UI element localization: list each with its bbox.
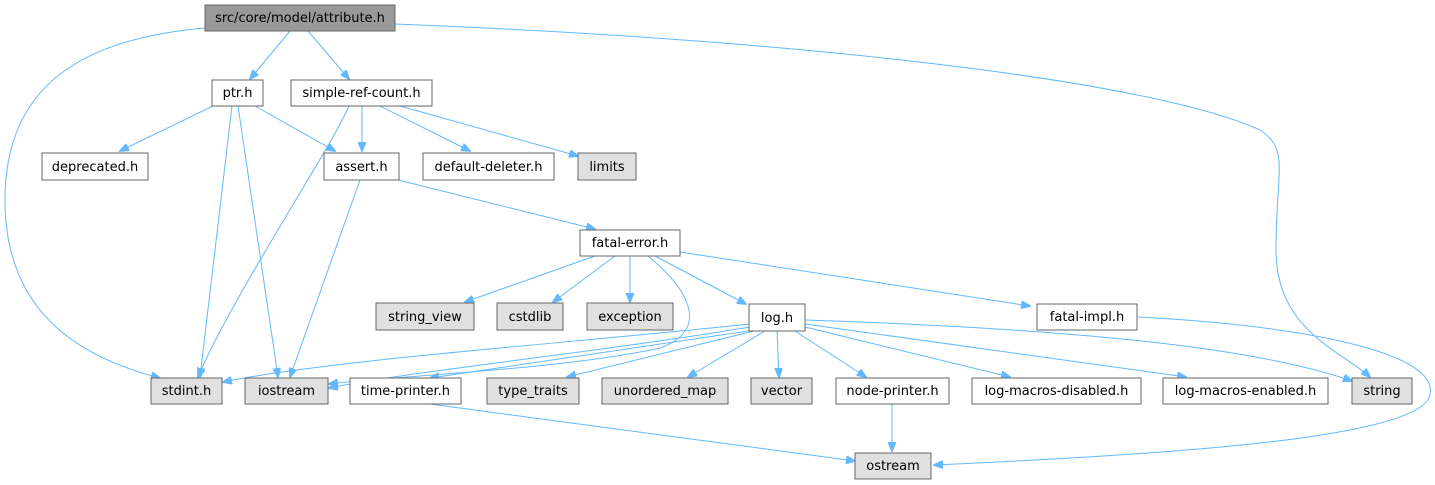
node-log-macros-enabled-h[interactable]: log-macros-enabled.h [1162, 377, 1329, 405]
node-string-view[interactable]: string_view [375, 302, 475, 331]
node-assert-h[interactable]: assert.h [323, 152, 400, 181]
node-exception[interactable]: exception [586, 302, 674, 331]
edge-log-to-vector [777, 330, 779, 377]
svg-text:fatal-error.h: fatal-error.h [592, 236, 669, 251]
edge-fatal-error-to-cstdlib [553, 255, 616, 302]
node-node-printer-h[interactable]: node-printer.h [835, 377, 950, 405]
edge-log-to-log-macros-enabled [804, 323, 1186, 377]
svg-text:log-macros-disabled.h: log-macros-disabled.h [985, 384, 1129, 399]
node-cstdlib[interactable]: cstdlib [496, 302, 564, 331]
edge-ptr-to-stdint [200, 105, 233, 377]
node-iostream[interactable]: iostream [244, 377, 329, 405]
svg-text:type_traits: type_traits [498, 384, 568, 399]
edge-log-to-node-printer [794, 330, 866, 377]
node-time-printer-h[interactable]: time-printer.h [349, 377, 462, 405]
edge-log-to-time-printer [430, 329, 756, 378]
edge-attribute-to-stdint [4, 27, 206, 378]
node-default-deleter-h[interactable]: default-deleter.h [422, 152, 555, 181]
svg-text:string: string [1363, 384, 1400, 399]
svg-text:cstdlib: cstdlib [509, 310, 552, 325]
edge-log-to-log-macros-disabled [804, 326, 1010, 377]
node-stdint-h[interactable]: stdint.h [150, 377, 223, 405]
edge-ptr-to-deprecated [120, 105, 214, 151]
svg-text:ostream: ostream [866, 459, 920, 474]
edge-fatal-impl-to-ostream [934, 316, 1431, 465]
edge-log-to-unordered-map [688, 330, 766, 377]
edge-fatal-error-to-log [654, 255, 746, 304]
svg-text:deprecated.h: deprecated.h [52, 160, 138, 175]
svg-text:src/core/model/attribute.h: src/core/model/attribute.h [215, 11, 385, 26]
svg-text:node-printer.h: node-printer.h [846, 384, 938, 399]
edge-simple-ref-count-to-default-deleter [379, 105, 470, 151]
edge-ptr-to-iostream [237, 105, 278, 377]
node-fatal-impl-h[interactable]: fatal-impl.h [1036, 303, 1138, 331]
edge-log-to-string [804, 319, 1352, 381]
node-limits[interactable]: limits [577, 152, 637, 181]
edge-simple-ref-count-to-stdint [198, 105, 350, 377]
edge-ptr-to-assert [254, 105, 335, 151]
node-simple-ref-count-h[interactable]: simple-ref-count.h [290, 79, 433, 107]
edge-fatal-error-to-string-view [465, 255, 596, 302]
edge-assert-to-fatal-error [397, 179, 595, 229]
node-attribute-h[interactable]: src/core/model/attribute.h [204, 4, 396, 32]
edge-fatal-error-to-fatal-impl [679, 251, 1030, 306]
svg-text:limits: limits [589, 160, 625, 175]
svg-text:fatal-impl.h: fatal-impl.h [1050, 310, 1124, 325]
svg-text:exception: exception [598, 310, 662, 325]
edge-attribute-to-simple-ref-count [307, 30, 349, 79]
svg-text:log.h: log.h [761, 311, 793, 326]
node-string[interactable]: string [1351, 377, 1413, 405]
node-ptr-h[interactable]: ptr.h [211, 79, 264, 107]
edge-attribute-to-ptr [250, 30, 291, 79]
node-deprecated-h[interactable]: deprecated.h [41, 152, 149, 181]
node-log-h[interactable]: log.h [748, 303, 806, 332]
edge-log-to-type-traits [567, 329, 759, 377]
svg-text:log-macros-enabled.h: log-macros-enabled.h [1175, 384, 1316, 399]
svg-text:assert.h: assert.h [335, 160, 387, 175]
edge-simple-ref-count-to-limits [399, 105, 578, 156]
edge-log-to-stdint [223, 323, 751, 382]
svg-text:iostream: iostream [258, 384, 315, 399]
svg-text:simple-ref-count.h: simple-ref-count.h [302, 86, 420, 101]
node-fatal-error-h[interactable]: fatal-error.h [579, 229, 681, 257]
svg-text:string_view: string_view [388, 310, 462, 325]
svg-text:default-deleter.h: default-deleter.h [435, 160, 543, 175]
svg-text:unordered_map: unordered_map [614, 384, 717, 399]
edge-attribute-to-string [394, 23, 1370, 377]
svg-text:time-printer.h: time-printer.h [361, 384, 450, 399]
edge-assert-to-iostream [290, 179, 361, 377]
svg-text:vector: vector [761, 384, 803, 399]
svg-text:stdint.h: stdint.h [162, 384, 211, 399]
node-type-traits[interactable]: type_traits [486, 377, 580, 405]
node-ostream[interactable]: ostream [854, 452, 932, 480]
node-log-macros-disabled-h[interactable]: log-macros-disabled.h [971, 377, 1142, 405]
edge-time-printer-to-ostream [429, 403, 855, 461]
svg-text:ptr.h: ptr.h [223, 86, 253, 101]
nodes-layer: src/core/model/attribute.h ptr.h simple-… [41, 4, 1413, 480]
node-unordered-map[interactable]: unordered_map [601, 377, 729, 405]
node-vector[interactable]: vector [750, 377, 813, 405]
